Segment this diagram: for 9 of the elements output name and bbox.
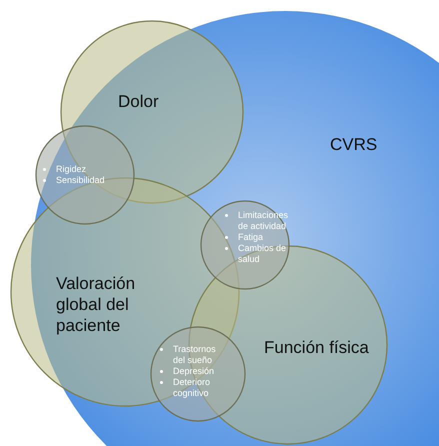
list-item: Depresión xyxy=(173,366,214,376)
list-item: Fatiga xyxy=(238,232,264,242)
list-item: Cambios de salud xyxy=(238,243,286,264)
circle-label: Valoración global del paciente xyxy=(56,273,136,336)
circle-label: Dolor xyxy=(118,91,160,112)
circle-label: Función física xyxy=(264,337,370,358)
circle-label: CVRS xyxy=(330,134,378,155)
list-item: Trastornos del sueño xyxy=(173,344,216,365)
list-item: Rigidez xyxy=(56,164,86,174)
